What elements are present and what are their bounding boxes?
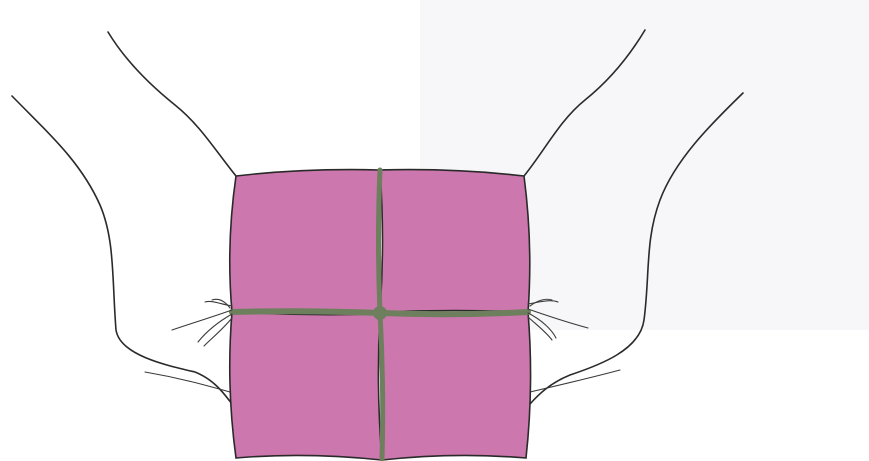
square-top-right bbox=[380, 170, 530, 312]
square-bottom-right bbox=[380, 312, 531, 460]
left-inner-arm bbox=[108, 32, 236, 176]
center-knot bbox=[373, 306, 387, 320]
square-top-left bbox=[230, 170, 380, 312]
left-arm-shadow-line bbox=[145, 372, 230, 392]
left-outer-arm bbox=[12, 96, 232, 404]
left-knot bbox=[172, 299, 232, 346]
square-bottom-left bbox=[230, 312, 382, 460]
